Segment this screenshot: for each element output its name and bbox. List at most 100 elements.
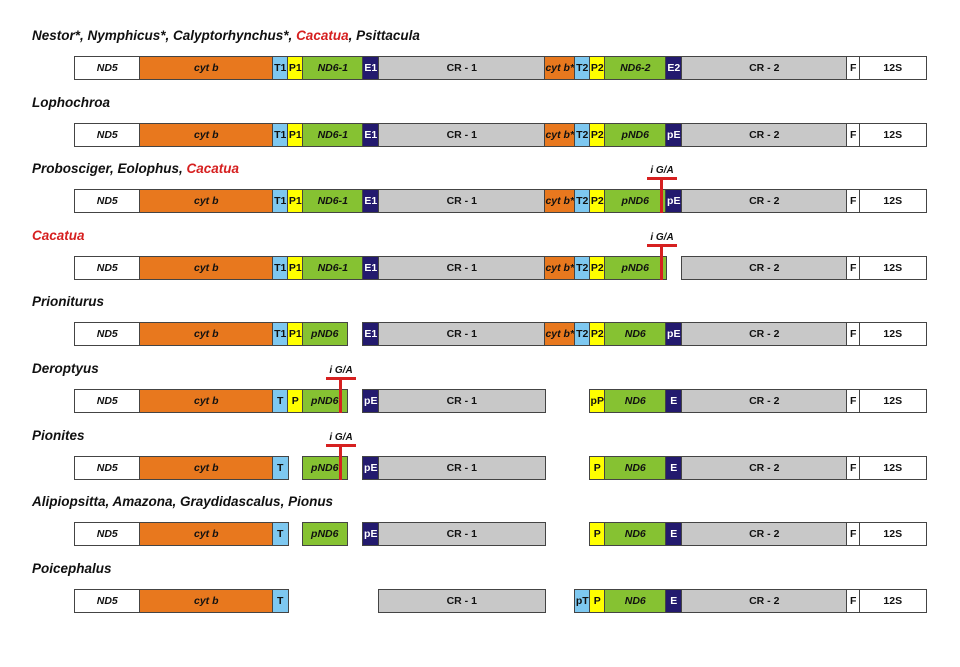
gene-segment: 12S	[859, 389, 927, 413]
gene-segment: T	[272, 588, 289, 613]
insertion-label: i G/A	[650, 231, 674, 243]
genus-text: Prioniturus	[32, 294, 105, 310]
gene-segment: cyt b*	[544, 255, 576, 280]
gene-segment: pE	[665, 122, 683, 147]
gene-segment: ND6-1	[302, 122, 364, 147]
gene-segment: CR - 1	[378, 455, 546, 480]
gene-segment: ND6	[604, 322, 667, 347]
gene-segment: cyt b	[139, 389, 274, 413]
gene-segment: CR - 2	[681, 255, 848, 280]
gene-segment: E2	[665, 56, 683, 80]
gene-segment: pND6	[604, 122, 667, 147]
highlighted-genus: Cacatua	[296, 28, 349, 43]
gene-segment: 12S	[859, 588, 927, 613]
gene-segment: cyt b	[139, 522, 274, 547]
genus-text: Poicephalus	[32, 560, 112, 576]
gene-segment: pND6	[604, 255, 667, 280]
highlighted-genus: Cacatua	[186, 161, 240, 177]
gene-segment: CR - 1	[378, 522, 546, 547]
insertion-label: i G/A	[329, 365, 353, 376]
gene-segment: cyt b	[139, 189, 274, 214]
row-title: Cacatua	[32, 228, 85, 243]
gene-segment: CR - 2	[681, 588, 848, 613]
gene-segment: CR - 2	[681, 455, 848, 480]
gene-segment: 12S	[859, 122, 927, 147]
gene-segment: E	[665, 588, 683, 613]
row-title: Pionites	[32, 428, 85, 443]
gene-segment: cyt b	[139, 455, 274, 480]
gene-segment: E1	[362, 122, 380, 147]
gene-segment: CR - 2	[681, 389, 848, 413]
row-title: Alipiopsitta, Amazona, Graydidascalus, P…	[32, 494, 333, 509]
gene-segment: 12S	[859, 56, 927, 80]
gene-segment: ND5	[74, 322, 141, 347]
gene-segment: 12S	[859, 522, 927, 547]
genus-text: Lophochroa	[32, 94, 110, 110]
gene-segment: CR - 1	[378, 322, 546, 347]
gene-segment: CR - 2	[681, 522, 848, 547]
gene-segment: ND5	[74, 455, 141, 480]
gene-segment: CR - 1	[378, 189, 546, 214]
gene-segment: E	[665, 455, 683, 480]
gene-segment: pE	[362, 389, 380, 413]
gene-segment: ND6	[604, 522, 667, 547]
gene-segment: cyt b	[139, 255, 274, 280]
row-title: Lophochroa	[32, 95, 110, 110]
gene-segment: pE	[362, 455, 380, 480]
gene-segment: E	[665, 389, 683, 413]
genus-text: Deroptyus	[32, 361, 99, 376]
gene-segment: ND6-1	[302, 56, 364, 80]
gene-segment: cyt b*	[544, 189, 576, 214]
gene-segment: T1	[272, 255, 289, 280]
gene-segment: CR - 2	[681, 56, 848, 80]
gene-segment: 12S	[859, 455, 927, 480]
gene-segment: E1	[362, 322, 380, 347]
gene-segment: 12S	[859, 189, 927, 214]
gene-segment: cyt b*	[544, 322, 576, 347]
gene-segment: P1	[287, 189, 304, 214]
gene-segment: CR - 2	[681, 189, 848, 214]
genus-text: Pionites	[32, 427, 85, 443]
gene-segment: cyt b	[139, 56, 274, 80]
gene-segment: CR - 1	[378, 122, 546, 147]
insertion-label: i G/A	[329, 431, 353, 443]
gene-segment: E1	[362, 56, 380, 80]
gene-segment: CR - 2	[681, 322, 848, 347]
gene-segment: T2	[574, 56, 591, 80]
gene-segment: 12S	[859, 255, 927, 280]
gene-segment: pE	[362, 522, 380, 547]
gene-segment: pND6	[302, 522, 348, 547]
genus-text: Alipiopsitta, Amazona, Graydidascalus, P…	[32, 494, 334, 510]
gene-segment: ND5	[74, 389, 141, 413]
gene-segment: CR - 2	[681, 122, 848, 147]
insertion-marker-line	[339, 377, 342, 413]
gene-segment: ND5	[74, 122, 141, 147]
highlighted-genus: Cacatua	[32, 227, 85, 243]
gene-segment: ND6	[604, 455, 667, 480]
gene-segment: CR - 1	[378, 56, 546, 80]
gene-segment: ND5	[74, 189, 141, 214]
insertion-marker-line	[660, 177, 663, 214]
gene-segment: T	[272, 455, 289, 480]
genus-text: Probosciger, Eolophus,	[32, 161, 187, 177]
gene-segment: pND6	[604, 189, 667, 214]
gene-segment: pE	[665, 322, 683, 347]
gene-segment: E	[665, 522, 683, 547]
gene-segment: ND5	[74, 588, 141, 613]
gene-segment: ND6	[604, 588, 667, 613]
gene-segment: T	[272, 522, 289, 547]
gene-segment: P2	[589, 122, 606, 147]
row-title: Deroptyus	[32, 361, 99, 376]
gene-segment: P2	[589, 255, 606, 280]
gene-segment: ND5	[74, 522, 141, 547]
gene-segment: 12S	[859, 322, 927, 347]
gene-segment: ND5	[74, 56, 141, 80]
gene-segment: pE	[665, 189, 683, 214]
gene-segment: pP	[589, 389, 606, 413]
gene-segment: pT	[574, 588, 591, 613]
gene-segment: cyt b	[139, 588, 274, 613]
gene-segment: P1	[287, 56, 304, 80]
gene-segment: ND6-1	[302, 255, 364, 280]
gene-segment: cyt b*	[544, 122, 576, 147]
